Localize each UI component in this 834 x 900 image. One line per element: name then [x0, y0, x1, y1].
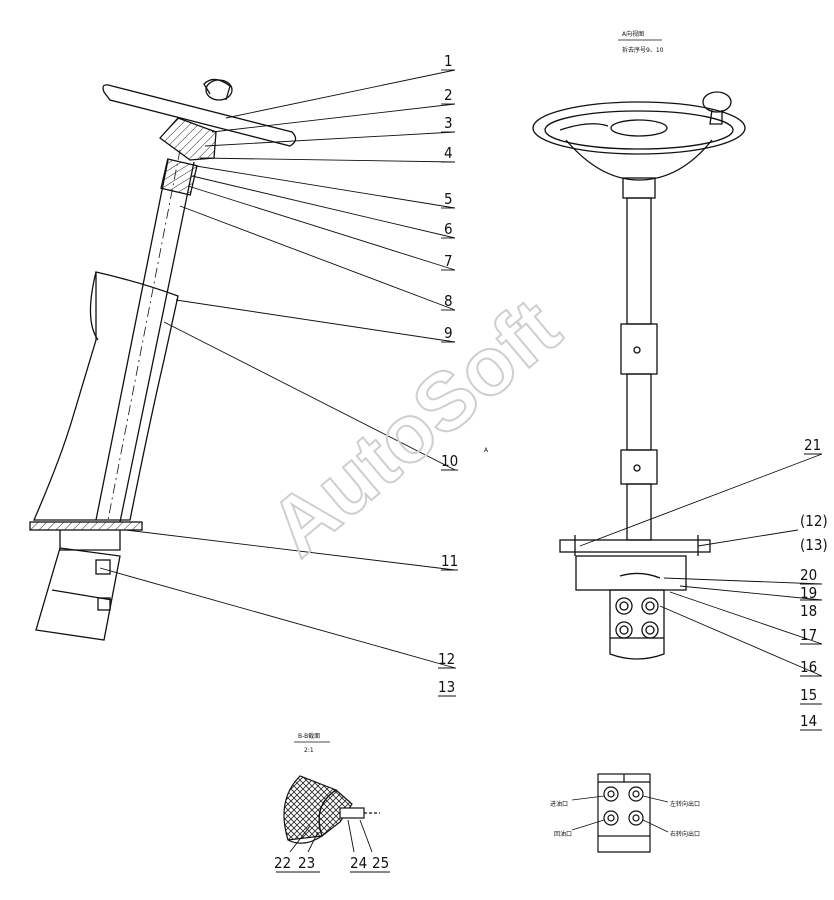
column-boot: [33, 271, 179, 521]
mounting-plate: [559, 535, 711, 591]
callout-8: 8: [444, 292, 453, 310]
callout-5: 5: [444, 190, 453, 208]
steering-column-side-view: [29, 78, 297, 641]
callout-11: 11: [441, 552, 458, 570]
callout-24: 24: [350, 854, 367, 872]
callout-7: 7: [444, 252, 453, 270]
callout-14: 14: [800, 712, 817, 730]
section-b-scale: 2:1: [304, 747, 314, 754]
port-left-outlet-label: 左转向出口: [670, 800, 700, 808]
callout-22: 22: [274, 854, 291, 872]
callout-10: 10: [441, 452, 458, 470]
callout-13: 13: [438, 678, 455, 696]
right-callouts: 21 (12) (13) 20 19 18 17 16 15 14: [800, 436, 828, 730]
section-callouts: 22 23 24 25: [274, 854, 389, 872]
left-leader-lines: [99, 69, 458, 697]
view-a-subtitle: 拆去序号9、10: [622, 46, 664, 54]
view-a-title: A向视图: [622, 30, 644, 38]
port-layout-view: [571, 773, 669, 853]
left-callouts: 1 2 3 4 5 6 7 8 9 10 11 12 13 A: [438, 52, 489, 696]
right-leader-lines: [579, 453, 823, 731]
callout-12-ref: (12): [800, 512, 828, 530]
steering-column-front-view: [532, 91, 746, 660]
callout-12: 12: [438, 650, 455, 668]
callout-17: 17: [800, 626, 817, 644]
section-b-header: B-B截面 2:1: [294, 732, 330, 754]
steering-unit-body: [35, 547, 121, 641]
section-b-detail: [276, 775, 390, 873]
callout-19: 19: [800, 584, 817, 602]
port-labels: 进油口 左转向出口 回油口 右转向出口: [550, 800, 700, 838]
view-marker-a: A: [484, 447, 489, 454]
port-inlet-label: 进油口: [550, 800, 568, 808]
port-return-label: 回油口: [554, 830, 572, 838]
callout-9: 9: [444, 324, 453, 342]
steering-wheel-side: [102, 78, 297, 147]
callout-15: 15: [800, 686, 817, 704]
callout-20: 20: [800, 566, 817, 584]
callout-3: 3: [444, 114, 453, 132]
callout-25: 25: [372, 854, 389, 872]
column-front: [620, 177, 658, 541]
callout-1: 1: [444, 52, 453, 70]
callout-6: 6: [444, 220, 453, 238]
steering-unit-front: [609, 589, 665, 660]
callout-16: 16: [800, 658, 817, 676]
floor-plate: [29, 521, 143, 551]
section-b-title: B-B截面: [298, 732, 320, 740]
column-tube: [95, 149, 198, 523]
port-right-outlet-label: 右转向出口: [670, 830, 700, 838]
view-a-header: A向视图 拆去序号9、10: [618, 30, 664, 54]
watermark: AutoSoft: [253, 282, 577, 574]
callout-21: 21: [804, 436, 821, 454]
steering-wheel-front: [532, 91, 746, 181]
callout-4: 4: [444, 144, 453, 162]
callout-18: 18: [800, 602, 817, 620]
callout-13-ref: (13): [800, 536, 828, 554]
callout-2: 2: [444, 86, 453, 104]
callout-23: 23: [298, 854, 315, 872]
